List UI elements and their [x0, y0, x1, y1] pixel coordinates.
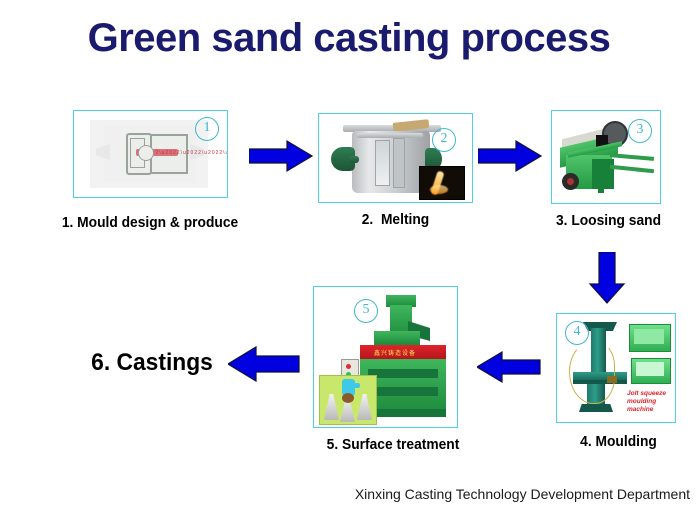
mould-sprue-circle: [138, 145, 154, 161]
step-2-image-box: 2: [318, 113, 473, 203]
castings-inset: [319, 375, 377, 425]
step-5-number-badge: 5: [354, 299, 378, 323]
blast-indicator-red: [346, 364, 351, 369]
blast-brand-band: [360, 345, 446, 359]
arrow-step5-to-step6: [228, 345, 300, 383]
casting-blue-part: [342, 379, 355, 396]
arrow-step4-to-step5: [477, 350, 541, 384]
moulding-flask-lower-cavity: [636, 362, 664, 376]
loosing-body-shadow: [592, 159, 614, 189]
step-3-number-badge: 3: [628, 119, 652, 143]
blast-brand-text: 鑫兴铸造设备: [374, 350, 417, 357]
mould-tab-left: [96, 144, 110, 160]
furnace-lid-band: [357, 133, 423, 138]
footer-credit: Xinxing Casting Technology Development D…: [354, 486, 690, 502]
blast-cabinet-base: [360, 409, 446, 417]
casting-hub: [342, 393, 354, 403]
step-2-number-badge: 2: [432, 128, 456, 152]
blast-elevator-column: [390, 305, 412, 339]
blast-indicator-green: [346, 372, 351, 377]
furnace-body: [352, 131, 430, 193]
arrow-step2-to-step3: [478, 139, 542, 173]
furnace-viewing-window: [375, 140, 390, 186]
moulding-base: [579, 404, 613, 412]
moulding-air-hose: [569, 342, 615, 404]
moulding-flask-upper-cavity: [634, 329, 664, 344]
casting-cone-right: [357, 394, 372, 420]
step-6-caption: 6. Castings: [91, 349, 213, 376]
step-5-image-box: 鑫兴铸造设备 5: [313, 286, 458, 428]
arrow-step1-to-step2: [249, 139, 313, 173]
step-2-caption: 2. Melting: [361, 211, 430, 228]
mould-tab-right: [190, 144, 204, 160]
step-4-caption: 4. Moulding: [580, 433, 657, 450]
furnace-side-panel: [393, 138, 405, 188]
blast-hopper: [374, 331, 420, 345]
loosing-leg: [598, 181, 604, 193]
moulding-valve: [607, 376, 617, 383]
loosing-conveyor-arm-lower: [609, 164, 655, 174]
molten-metal-glow: [430, 185, 448, 194]
page-title: Green sand casting process: [87, 16, 611, 60]
step-3-image-box: 3: [551, 110, 661, 204]
step-3-caption: 3. Loosing sand: [555, 212, 662, 229]
step-5-caption: 5. Surface treatment: [326, 436, 460, 453]
mould-runner-highlight: [136, 149, 178, 156]
loosing-conveyor-arm-upper: [609, 153, 655, 161]
molten-metal-inset: [419, 166, 465, 200]
arrow-step3-to-step4: [588, 252, 626, 304]
blast-elevator-head: [386, 295, 416, 307]
step-1-number-badge: 1: [195, 117, 219, 141]
furnace-top-frame: [343, 125, 441, 132]
blast-cabinet-slot-upper: [368, 369, 438, 378]
moulding-head-arm: [583, 322, 617, 331]
step-1-image-box: \u2022\u2022\u2022\u2022\u2022 1: [73, 110, 228, 198]
furnace-motor-shaft-left: [349, 156, 359, 163]
blast-cabinet-slot-lower: [368, 387, 438, 396]
loosing-wheel-hub: [567, 178, 574, 185]
step-1-caption: 1. Mould design & produce: [61, 214, 239, 231]
furnace-tilt-motor-right: [425, 148, 442, 170]
casting-cone-left: [324, 394, 339, 420]
mould-annotation-text: \u2022\u2022\u2022\u2022\u2022: [138, 150, 228, 156]
step-4-number-badge: 4: [565, 321, 589, 345]
casting-blue-handle: [353, 383, 360, 388]
